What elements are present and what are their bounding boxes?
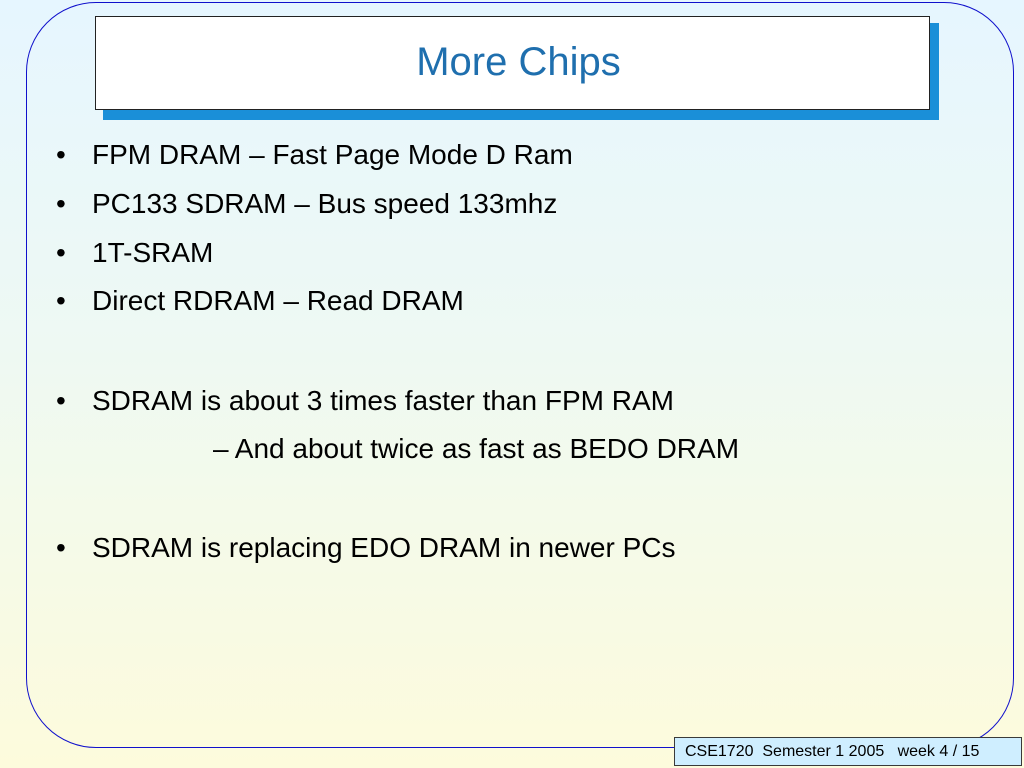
bullet-item: • 1T-SRAM — [56, 236, 213, 270]
slide-frame — [26, 2, 1014, 748]
bullet-marker: • — [56, 237, 66, 268]
bullet-marker: • — [56, 139, 66, 170]
bullet-item: • SDRAM is about 3 times faster than FPM … — [56, 384, 674, 418]
title-box: More Chips — [95, 16, 930, 110]
slide-title: More Chips — [416, 39, 621, 84]
bullet-marker: • — [56, 532, 66, 563]
footer-label: CSE1720 Semester 1 2005 week 4 / 15 — [674, 737, 1022, 766]
bullet-text: Direct RDRAM – Read DRAM — [92, 285, 464, 316]
bullet-text: SDRAM is about 3 times faster than FPM R… — [92, 385, 674, 416]
bullet-marker: • — [56, 285, 66, 316]
bullet-text: PC133 SDRAM – Bus speed 133mhz — [92, 188, 558, 219]
bullet-marker: • — [56, 385, 66, 416]
bullet-text: SDRAM is replacing EDO DRAM in newer PCs — [92, 532, 676, 563]
bullet-item: • SDRAM is replacing EDO DRAM in newer PC… — [56, 531, 676, 565]
bullet-text: 1T-SRAM — [92, 237, 214, 268]
bullet-marker: • — [56, 188, 66, 219]
sub-bullet-item: – And about twice as fast as BEDO DRAM — [213, 433, 740, 464]
bullet-item: • PC133 SDRAM – Bus speed 133mhz — [56, 187, 557, 221]
bullet-text: FPM DRAM – Fast Page Mode D Ram — [92, 139, 573, 170]
bullet-item: • Direct RDRAM – Read DRAM — [56, 284, 464, 318]
bullet-item: • FPM DRAM – Fast Page Mode D Ram — [56, 138, 573, 172]
